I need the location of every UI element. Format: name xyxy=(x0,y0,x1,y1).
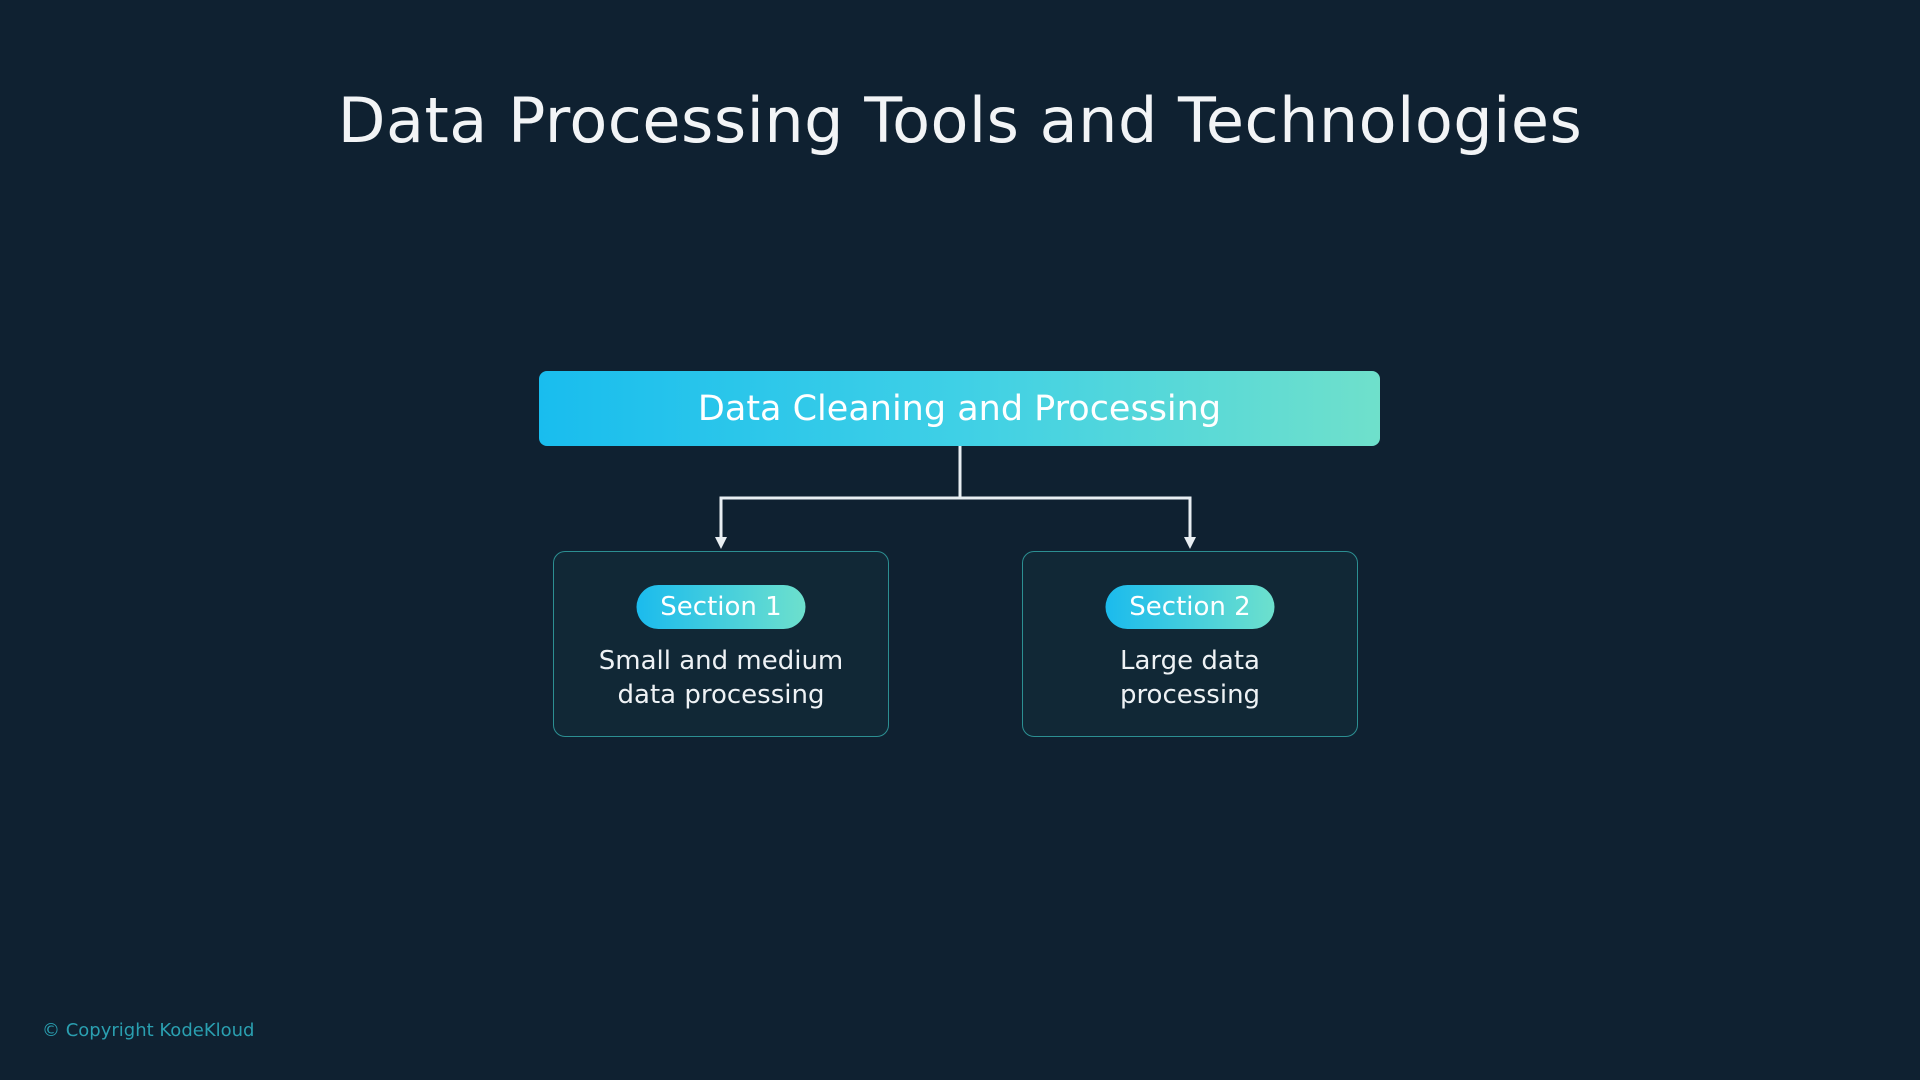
section-card-2: Section 2 Large data processing xyxy=(1022,551,1358,737)
description-line: processing xyxy=(1119,680,1261,710)
description-line: Small and medium xyxy=(598,646,844,676)
section-card-1: Section 1 Small and medium data processi… xyxy=(553,551,889,737)
section-badge: Section 2 xyxy=(1105,585,1275,629)
section-description: Large data processing xyxy=(1023,644,1357,712)
slide-title: Data Processing Tools and Technologies xyxy=(337,84,1583,157)
root-node: Data Cleaning and Processing xyxy=(539,371,1380,446)
connector-branch xyxy=(719,496,1192,538)
description-line: data processing xyxy=(617,680,825,710)
description-line: Large data xyxy=(1120,646,1260,676)
arrow-down-icon xyxy=(1184,537,1196,549)
section-badge: Section 1 xyxy=(636,585,806,629)
root-node-label: Data Cleaning and Processing xyxy=(697,388,1222,429)
section-description: Small and medium data processing xyxy=(554,644,888,712)
copyright-text: © Copyright KodeKloud xyxy=(42,1020,255,1041)
arrow-down-icon xyxy=(715,537,727,549)
